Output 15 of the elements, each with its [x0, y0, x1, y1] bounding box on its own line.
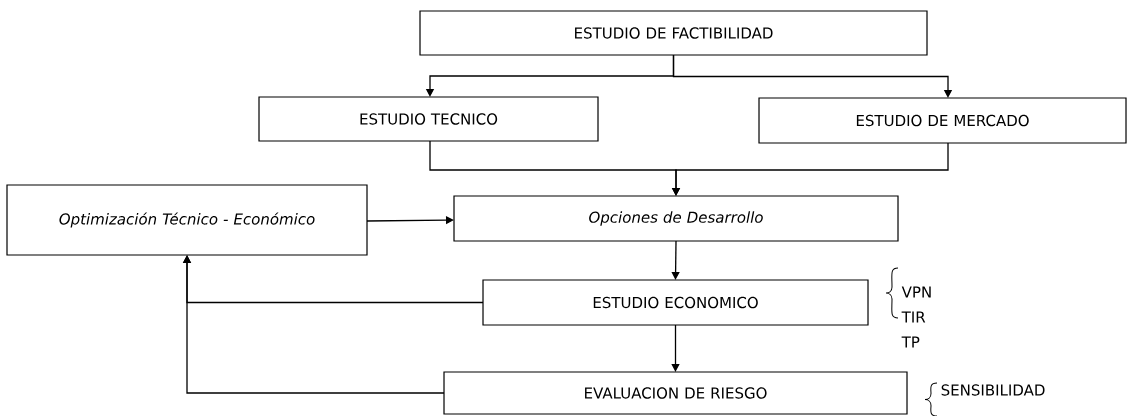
process-box: EVALUACION DE RIESGO — [443, 371, 908, 415]
process-box: ESTUDIO ECONOMICO — [482, 279, 869, 326]
process-box: ESTUDIO DE MERCADO — [758, 97, 1127, 144]
process-box: Opciones de Desarrollo — [453, 195, 899, 242]
beside-label: SENSIBILIDAD — [941, 384, 1045, 396]
arrow — [672, 54, 953, 98]
beside-label: TIR — [901, 311, 926, 323]
process-box: ESTUDIO TECNICO — [258, 96, 599, 142]
process-box: ESTUDIO DE FACTIBILIDAD — [419, 10, 928, 56]
arrow — [671, 240, 680, 280]
process-box: Optimización Técnico - Económico — [6, 184, 368, 256]
beside-label: TP — [901, 336, 920, 348]
arrow — [671, 324, 680, 372]
arrow — [182, 255, 445, 394]
beside-label: VPN — [901, 286, 931, 298]
